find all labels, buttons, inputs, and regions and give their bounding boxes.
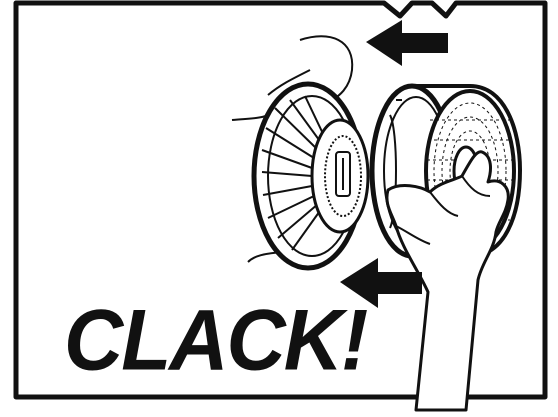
respirator-mount-icon [254,84,368,268]
left-arrow-icon [366,20,448,66]
caption-clack: CLACK! [64,298,366,384]
